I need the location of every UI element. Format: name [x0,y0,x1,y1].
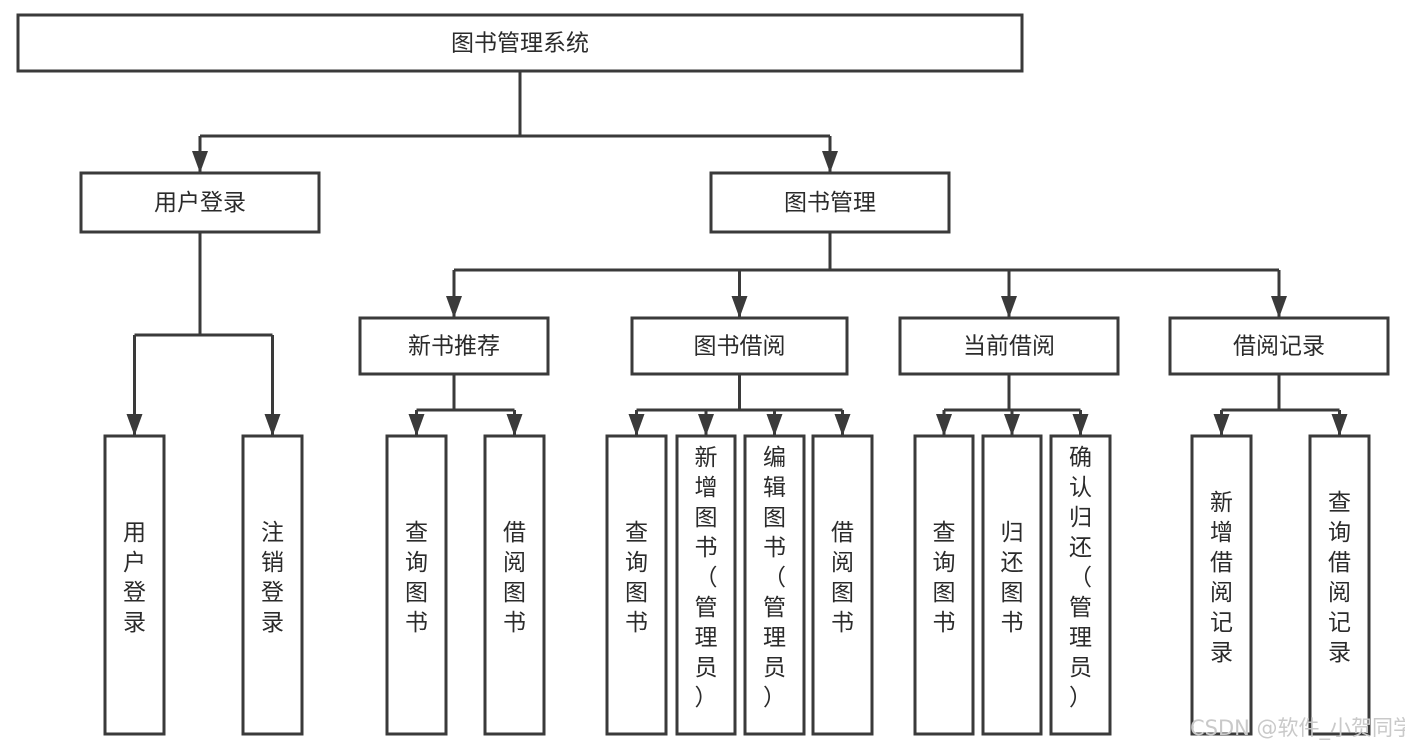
node-leaf-user-login[interactable]: 用户登录 [103,434,166,736]
node-leaf-edit-book-label: 编辑图书（管理员） [763,445,786,711]
node-book-management[interactable]: 图书管理 [709,171,951,234]
arrow-head-icon-leaf-query-book-recommend [408,414,425,436]
node-leaf-return-book-label: 归还图书 [1001,520,1024,636]
arrow-head-icon-leaf-user-login [126,414,143,436]
arrow-head-icon-leaf-return-book [1004,414,1020,436]
arrow-head-icon-current-borrow [1001,296,1017,318]
arrow-head-icon-leaf-query-borrow-record [1331,414,1348,436]
arrow-head-icon-leaf-query-book-current [936,414,952,436]
node-book-management-box[interactable] [709,171,951,234]
arrow-head-icon-new-book-recommend [446,296,462,318]
node-leaf-add-borrow-record-box[interactable] [1190,434,1253,736]
node-new-book-recommend-label: 新书推荐 [408,334,500,360]
node-leaf-borrow-book-box[interactable] [811,434,874,736]
node-leaf-query-book-current-box[interactable] [913,434,975,736]
node-borrow-record-box[interactable] [1168,316,1390,376]
node-leaf-add-book-label: 新增图书（管理员） [695,445,718,711]
node-new-book-recommend-box[interactable] [358,316,550,376]
node-user-login-label: 用户登录 [154,190,246,216]
arrow-head-icon-leaf-query-book-borrow [628,414,645,436]
node-leaf-user-login-label: 用户登录 [123,520,146,636]
node-leaf-user-logout-box[interactable] [241,434,304,736]
node-book-borrow-box[interactable] [630,316,849,376]
node-leaf-borrow-book-recommend[interactable]: 借阅图书 [483,434,546,736]
arrow-head-icon-book-borrow [731,296,748,318]
arrow-head-icon-leaf-add-book [698,414,714,436]
arrow-head-icon-leaf-user-logout [264,414,281,436]
node-book-borrow-label: 图书借阅 [694,334,786,360]
node-book-management-label: 图书管理 [784,190,876,216]
node-book-borrow[interactable]: 图书借阅 [630,316,849,376]
node-leaf-query-book-recommend[interactable]: 查询图书 [385,434,448,736]
node-current-borrow-label: 当前借阅 [963,334,1055,360]
node-user-login[interactable]: 用户登录 [79,171,321,234]
node-current-borrow-box[interactable] [898,316,1120,376]
node-leaf-add-book-box[interactable] [675,434,737,736]
node-leaf-query-book-borrow[interactable]: 查询图书 [605,434,668,736]
node-leaf-query-book-current[interactable]: 查询图书 [913,434,975,736]
node-leaf-confirm-return-box[interactable] [1049,434,1112,736]
arrow-head-icon-leaf-confirm-return [1072,414,1089,436]
node-leaf-query-borrow-record[interactable]: 查询借阅记录 [1308,434,1371,736]
node-leaf-edit-book[interactable]: 编辑图书（管理员） [743,434,806,736]
node-root-system-title-box[interactable] [16,13,1024,73]
node-borrow-record[interactable]: 借阅记录 [1168,316,1390,376]
node-leaf-add-borrow-record[interactable]: 新增借阅记录 [1190,434,1253,736]
node-leaf-return-book-box[interactable] [981,434,1043,736]
node-user-login-box[interactable] [79,171,321,234]
watermark-text: CSDN @软件_小贺同学 [1190,716,1405,741]
arrow-head-icon-borrow-record [1271,296,1287,318]
node-leaf-user-logout[interactable]: 注销登录 [241,434,304,736]
node-leaf-confirm-return[interactable]: 确认归还（管理员） [1049,434,1112,736]
arrow-head-icon-leaf-add-borrow-record [1213,414,1230,436]
node-leaf-borrow-book-recommend-box[interactable] [483,434,546,736]
arrow-head-icon-leaf-edit-book [766,414,783,436]
node-leaf-borrow-book-recommend-label: 借阅图书 [503,520,526,636]
node-current-borrow[interactable]: 当前借阅 [898,316,1120,376]
arrow-head-icon-user-login [192,151,208,173]
node-leaf-query-book-current-label: 查询图书 [933,520,956,636]
arrow-head-icon-leaf-borrow-book [834,414,851,436]
node-leaf-query-borrow-record-label: 查询借阅记录 [1328,490,1351,666]
node-leaf-borrow-book-label: 借阅图书 [831,520,854,636]
node-layer: 图书管理系统用户登录图书管理新书推荐图书借阅当前借阅借阅记录用户登录注销登录查询… [16,13,1390,736]
node-leaf-return-book[interactable]: 归还图书 [981,434,1043,736]
node-leaf-query-book-recommend-box[interactable] [385,434,448,736]
node-leaf-edit-book-box[interactable] [743,434,806,736]
node-borrow-record-label: 借阅记录 [1233,334,1325,360]
node-leaf-query-book-recommend-label: 查询图书 [405,520,428,636]
watermark-layer: CSDN @软件_小贺同学 [1190,716,1405,741]
node-leaf-user-login-box[interactable] [103,434,166,736]
connector-layer [126,71,1348,436]
node-root-system-title[interactable]: 图书管理系统 [16,13,1024,73]
node-leaf-confirm-return-label: 确认归还（管理员） [1069,445,1092,711]
node-leaf-borrow-book[interactable]: 借阅图书 [811,434,874,736]
node-leaf-add-book[interactable]: 新增图书（管理员） [675,434,737,736]
node-leaf-query-book-borrow-label: 查询图书 [625,520,648,636]
node-leaf-user-logout-label: 注销登录 [261,520,284,636]
node-root-system-title-label: 图书管理系统 [451,31,589,57]
arrow-head-icon-leaf-borrow-book-recommend [506,414,523,436]
node-leaf-query-book-borrow-box[interactable] [605,434,668,736]
node-leaf-add-borrow-record-label: 新增借阅记录 [1210,490,1233,666]
node-leaf-query-borrow-record-box[interactable] [1308,434,1371,736]
arrow-head-icon-book-management [822,151,838,173]
node-new-book-recommend[interactable]: 新书推荐 [358,316,550,376]
